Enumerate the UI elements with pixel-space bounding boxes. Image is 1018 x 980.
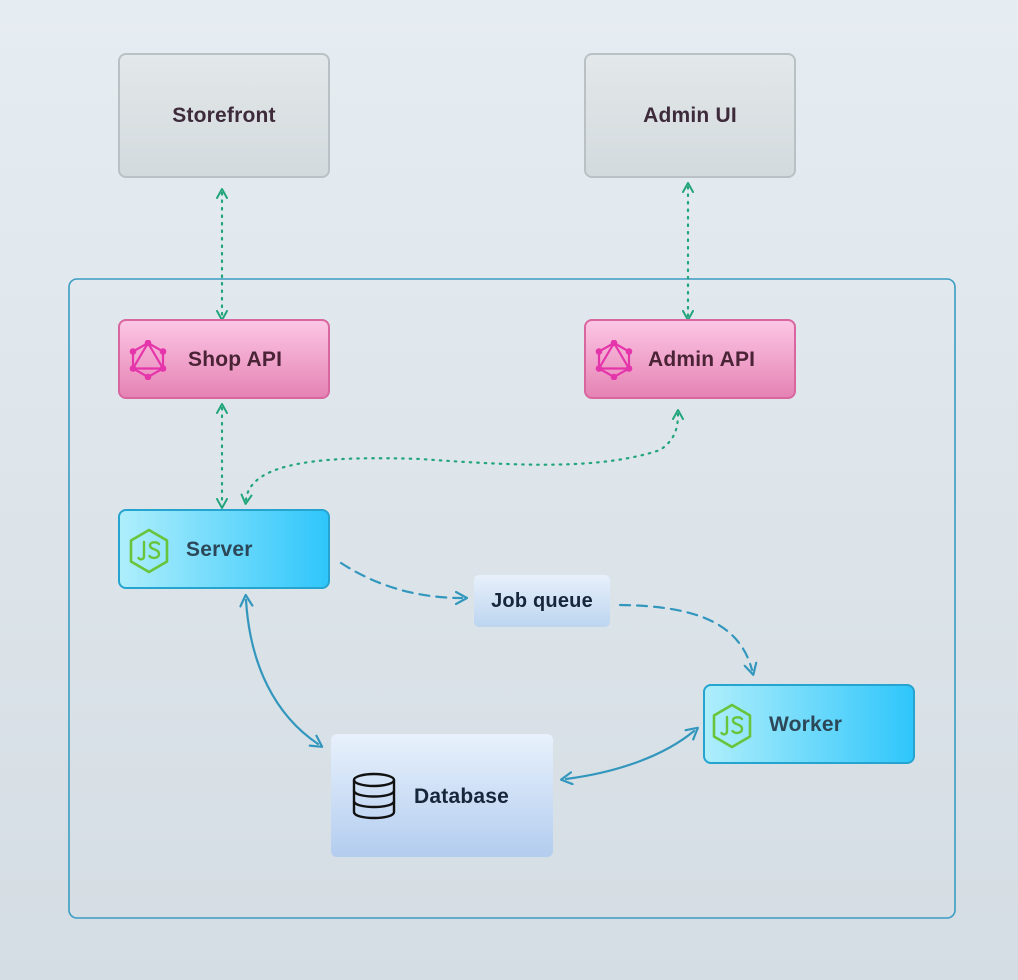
job-queue-label: Job queue [491,589,593,612]
admin-api-node[interactable]: Admin API [584,319,796,399]
admin-ui-label: Admin UI [643,103,737,127]
edge-job-queue-worker [618,603,752,670]
server-label: Server [186,538,253,561]
admin-api-label: Admin API [648,348,756,371]
graphql-icon [595,340,633,380]
worker-label: Worker [769,713,843,736]
graphql-icon [129,340,167,380]
edge-server-job-queue [339,561,462,598]
worker-node[interactable]: Worker [703,684,915,764]
edge-server-database [246,600,318,744]
backend-container [68,278,956,919]
edge-database-worker [566,731,694,779]
database-node[interactable]: Database [331,734,553,857]
edge-server-admin-api [240,409,684,505]
storefront-node[interactable]: Storefront [118,53,330,178]
shop-api-node[interactable]: Shop API [118,319,330,399]
admin-ui-node[interactable]: Admin UI [584,53,796,178]
nodejs-icon [712,703,752,749]
nodejs-icon [129,528,169,574]
shop-api-label: Shop API [188,348,283,371]
job-queue-node[interactable]: Job queue [474,575,610,627]
database-label: Database [414,785,509,808]
storefront-label: Storefront [172,103,276,127]
database-icon [352,772,396,820]
server-node[interactable]: Server [118,509,330,589]
